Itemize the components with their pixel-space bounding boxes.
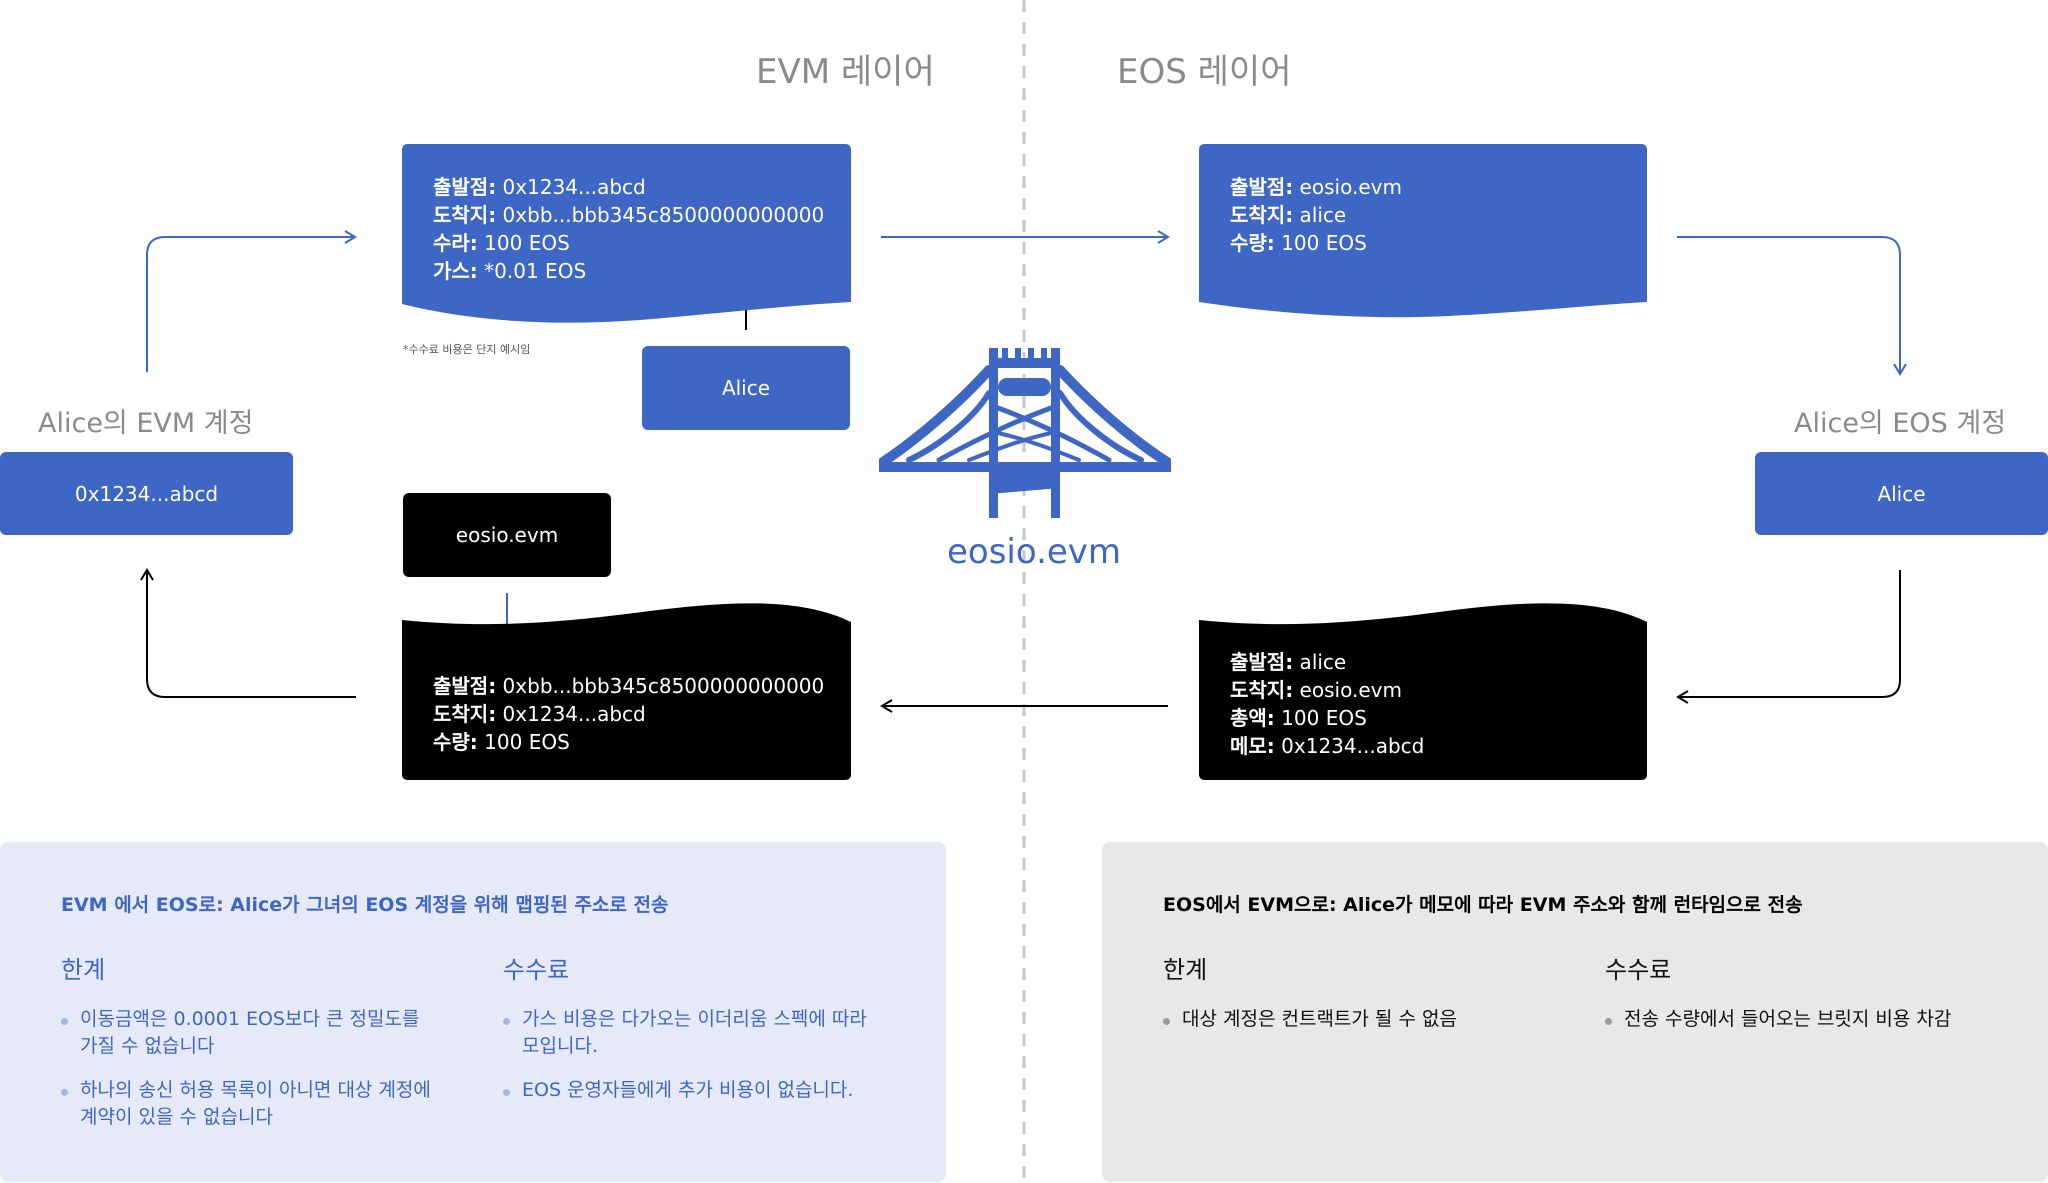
evm-account-box[interactable]: 0x1234...abcd	[0, 452, 293, 535]
document-shape	[402, 144, 851, 323]
evm-layer-title: EVM 레이어	[756, 52, 935, 92]
evm-return-document: 출발점: 0xbb...bbb345c8500000000000 도착지: 0x…	[402, 600, 851, 780]
fees-list: 전송 수량에서 들어오는 브릿지 비용 차감	[1605, 1006, 2025, 1050]
field-row: 총액: 100 EOS	[1230, 706, 1367, 730]
evm-account-title: Alice의 EVM 계정	[38, 408, 254, 439]
field-row: 출발점: alice	[1230, 650, 1347, 674]
evm-tx-document: 출발점: 0x1234...abcd 도착지: 0xbb...bbb345c85…	[402, 144, 851, 326]
list-item: EOS 운영자들에게 추가 비용이 없습니다.	[503, 1077, 883, 1104]
eos-account-title: Alice의 EOS 계정	[1794, 408, 2007, 439]
evm-to-eos-panel: EVM 에서 EOS로: Alice가 그녀의 EOS 계정을 위해 맵핑된 주…	[0, 842, 946, 1182]
eos-return-document: 출발점: alice 도착지: eosio.evm 총액: 100 EOS 메모…	[1199, 600, 1647, 780]
limits-list: 이동금액은 0.0001 EOS보다 큰 정밀도를 가질 수 없습니다 하나의 …	[61, 1006, 441, 1148]
panel-title: EVM 에서 EOS로: Alice가 그녀의 EOS 계정을 위해 맵핑된 주…	[61, 894, 669, 916]
field-row: 수라: 100 EOS	[433, 231, 570, 255]
field-row: 가스: *0.01 EOS	[433, 259, 587, 283]
connector-evm-to-doc	[146, 230, 357, 372]
fees-title: 수수료	[503, 956, 570, 984]
field-row: 출발점: eosio.evm	[1230, 175, 1402, 199]
eos-tx-fields: 출발점: eosio.evm 도착지: alice 수량: 100 EOS	[1230, 173, 1402, 257]
field-row: 도착지: 0xbb...bbb345c8500000000000	[433, 203, 825, 227]
limits-title: 한계	[1163, 956, 1208, 984]
field-row: 도착지: 0x1234...abcd	[433, 702, 646, 726]
field-row: 도착지: alice	[1230, 203, 1347, 227]
field-row: 수량: 100 EOS	[1230, 231, 1367, 255]
hub-label: eosio.evm	[947, 532, 1122, 572]
eos-account-box[interactable]: Alice	[1755, 452, 2048, 535]
field-row: 메모: 0x1234...abcd	[1230, 734, 1425, 758]
evm-return-fields: 출발점: 0xbb...bbb345c8500000000000 도착지: 0x…	[433, 672, 824, 756]
list-item: 하나의 송신 허용 목록이 아니면 대상 계정에 계약이 있을 수 없습니다	[61, 1077, 441, 1131]
alice-tag[interactable]: Alice	[642, 346, 850, 430]
field-row: 출발점: 0xbb...bbb345c8500000000000	[433, 674, 825, 698]
eos-layer-title: EOS 레이어	[1117, 52, 1292, 92]
eosio-evm-tag[interactable]: eosio.evm	[403, 493, 611, 577]
list-item: 이동금액은 0.0001 EOS보다 큰 정밀도를 가질 수 없습니다	[61, 1006, 441, 1060]
list-item: 대상 계정은 컨트랙트가 될 수 없음	[1163, 1006, 1563, 1033]
panel-title: EOS에서 EVM으로: Alice가 메모에 따라 EVM 주소와 함께 런타…	[1163, 894, 1803, 916]
eos-to-evm-panel: EOS에서 EVM으로: Alice가 메모에 따라 EVM 주소와 함께 런타…	[1102, 842, 2048, 1182]
list-item: 가스 비용은 다가오는 이더리움 스펙에 따라 모입니다.	[503, 1006, 883, 1060]
field-row: 출발점: 0x1234...abcd	[433, 175, 646, 199]
list-item: 전송 수량에서 들어오는 브릿지 비용 차감	[1605, 1006, 2025, 1033]
fees-title: 수수료	[1605, 956, 1672, 984]
fee-footnote: *수수료 비용은 단지 예시임	[403, 343, 531, 356]
document-shape	[1199, 144, 1647, 318]
connector-account-to-doc	[1676, 570, 1901, 704]
fees-list: 가스 비용은 다가오는 이더리움 스펙에 따라 모입니다. EOS 운영자들에게…	[503, 1006, 883, 1121]
document-shape	[1199, 603, 1647, 780]
limits-list: 대상 계정은 컨트랙트가 될 수 없음	[1163, 1006, 1563, 1050]
bridge-icon	[879, 348, 1171, 518]
limits-title: 한계	[61, 956, 106, 984]
field-row: 수량: 100 EOS	[433, 730, 570, 754]
evm-tx-fields: 출발점: 0x1234...abcd 도착지: 0xbb...bbb345c85…	[433, 173, 824, 285]
document-shape	[402, 603, 851, 780]
eos-return-fields: 출발점: alice 도착지: eosio.evm 총액: 100 EOS 메모…	[1230, 648, 1424, 760]
connector-doc-to-evm-account	[140, 568, 356, 698]
eos-tx-document: 출발점: eosio.evm 도착지: alice 수량: 100 EOS	[1199, 144, 1647, 318]
connector-eos-to-account	[1677, 236, 1907, 376]
field-row: 도착지: eosio.evm	[1230, 678, 1402, 702]
